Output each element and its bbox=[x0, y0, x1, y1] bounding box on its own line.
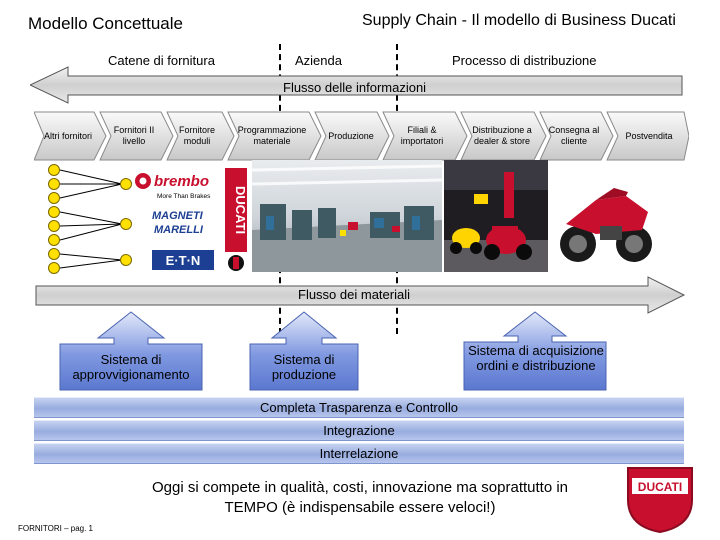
brembo-logo: brembo More Than Brakes bbox=[133, 170, 223, 202]
concept-title: Modello Concettuale bbox=[28, 14, 183, 34]
material-flow-label: Flusso dei materiali bbox=[298, 287, 410, 302]
info-flow-label: Flusso delle informazioni bbox=[283, 80, 426, 95]
page-title: Supply Chain - Il modello di Business Du… bbox=[362, 12, 676, 30]
system-produzione: Sistema di produzione bbox=[250, 352, 358, 382]
chain-step-fornitore-moduli: Fornitore moduli bbox=[173, 112, 221, 160]
chain-step-consegna: Consegna al cliente bbox=[548, 112, 600, 160]
chain-step-programmazione: Programmazione materiale bbox=[232, 112, 312, 160]
ducati-vertical-logo: DUCATI bbox=[224, 166, 248, 274]
ducati-corner-logo: DUCATI bbox=[624, 464, 696, 534]
ducati-vertical-text: DUCATI bbox=[233, 186, 248, 234]
magneti-text: MAGNETI bbox=[152, 210, 204, 222]
footer-line-1: Oggi si compete in qualità, costi, innov… bbox=[0, 478, 720, 498]
footer-message: Oggi si compete in qualità, costi, innov… bbox=[0, 478, 720, 518]
supplier-network-diagram bbox=[46, 160, 136, 278]
system-approvvigionamento: Sistema di approvvigionamento bbox=[60, 352, 202, 382]
chain-step-fornitori-ii: Fornitori II livello bbox=[106, 112, 162, 160]
chain-step-altri-fornitori: Altri fornitori bbox=[38, 112, 98, 160]
footer-line-2: TEMPO (è indispensabile essere veloci!) bbox=[0, 498, 720, 518]
brembo-logo-text: brembo bbox=[154, 173, 209, 190]
chain-step-filiali: Filiali & importatori bbox=[392, 112, 452, 160]
system-acquisizione: Sistema di acquisizione ordini e distrib… bbox=[466, 343, 606, 373]
band-trasparenza: Completa Trasparenza e Controllo bbox=[34, 397, 684, 418]
band-integrazione: Integrazione bbox=[34, 420, 684, 441]
eaton-text: E·T·N bbox=[166, 253, 201, 268]
brembo-tagline: More Than Brakes bbox=[157, 193, 211, 200]
motorcycle-photo bbox=[556, 166, 654, 270]
showroom-photo bbox=[444, 160, 548, 272]
eaton-logo: E·T·N bbox=[152, 250, 214, 270]
chain-step-produzione: Produzione bbox=[322, 112, 380, 160]
marelli-text: MARELLI bbox=[154, 224, 204, 236]
chain-step-postvendita: Postvendita bbox=[616, 112, 682, 160]
page-number: FORNITORI – pag. 1 bbox=[18, 524, 93, 533]
magneti-marelli-logo: MAGNETI MARELLI bbox=[150, 206, 214, 238]
factory-photo bbox=[252, 160, 442, 272]
chain-step-distribuzione: Distribuzione a dealer & store bbox=[470, 112, 534, 160]
ducati-corner-text: DUCATI bbox=[638, 480, 682, 494]
band-interrelazione: Interrelazione bbox=[34, 443, 684, 464]
